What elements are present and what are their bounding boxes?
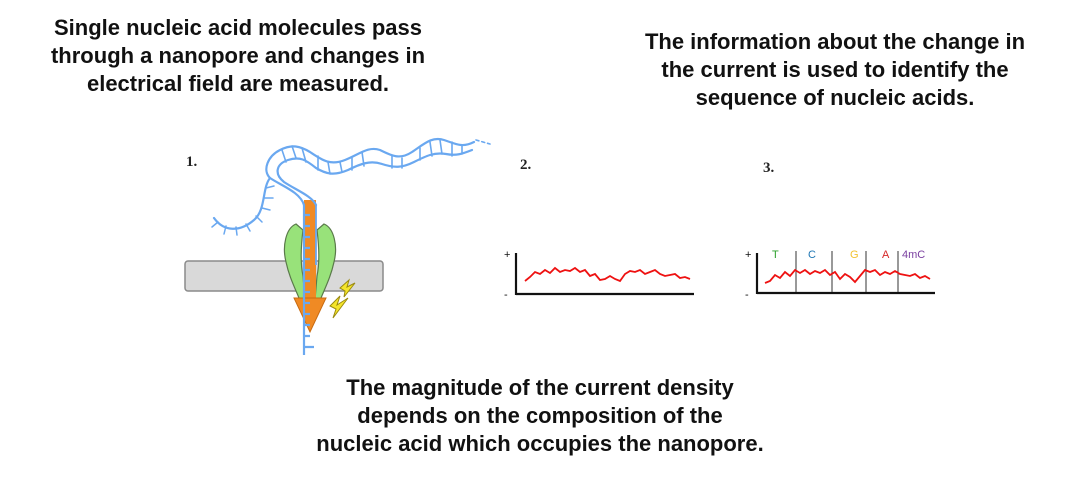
base-label-g: G [850, 249, 859, 261]
caption-line: nucleic acid which occupies the nanopore… [316, 431, 764, 456]
base-labels: T C G A 4mC [772, 249, 925, 261]
current-signal [524, 266, 691, 283]
caption-line: through a nanopore and changes in [50, 43, 426, 68]
caption-top-left: Single nucleic acid molecules pass throu… [8, 14, 468, 98]
helix-backbone-a [265, 137, 476, 207]
axis-plus-label: + [504, 249, 510, 261]
pore-protein-right [314, 223, 337, 301]
step-number-3: 3. [763, 160, 775, 176]
dna-single-strand-tail [211, 176, 275, 236]
spark-icon [339, 278, 356, 298]
base-label-t: T [772, 249, 779, 261]
base-label-a: A [882, 249, 890, 261]
spark-icon [329, 295, 349, 319]
membrane [184, 260, 384, 292]
current-signal [764, 268, 931, 284]
caption-line: The information about the change in [644, 29, 1026, 54]
helix-tail [475, 139, 491, 145]
nanopore-illustration [184, 137, 491, 355]
axis-minus-label: - [504, 289, 508, 301]
dna-strand-in-pore [302, 205, 317, 355]
caption-line: depends on the composition of the [357, 403, 723, 428]
axis-plus-label: + [745, 249, 751, 261]
pore-protein-left [283, 223, 306, 301]
caption-top-right: The information about the change in the … [600, 28, 1070, 112]
dna-double-helix [265, 137, 491, 207]
caption-line: the current is used to identify the [661, 57, 1009, 82]
base-call-panel: + - T C G A 4mC [745, 249, 935, 301]
base-label-c: C [808, 249, 816, 261]
current-trace-panel: + - [504, 249, 694, 301]
helix-backbone-b [276, 148, 474, 207]
step-number-2: 2. [520, 157, 532, 173]
caption-line: Single nucleic acid molecules pass [53, 15, 423, 40]
caption-line: electrical field are measured. [86, 71, 390, 96]
axis-minus-label: - [745, 289, 749, 301]
caption-bottom: The magnitude of the current density dep… [300, 374, 780, 458]
caption-line: sequence of nucleic acids. [695, 85, 975, 110]
base-label-4mc: 4mC [902, 249, 925, 261]
caption-line: The magnitude of the current density [346, 375, 734, 400]
step-number-1: 1. [186, 154, 198, 170]
helix-rungs [281, 139, 463, 175]
